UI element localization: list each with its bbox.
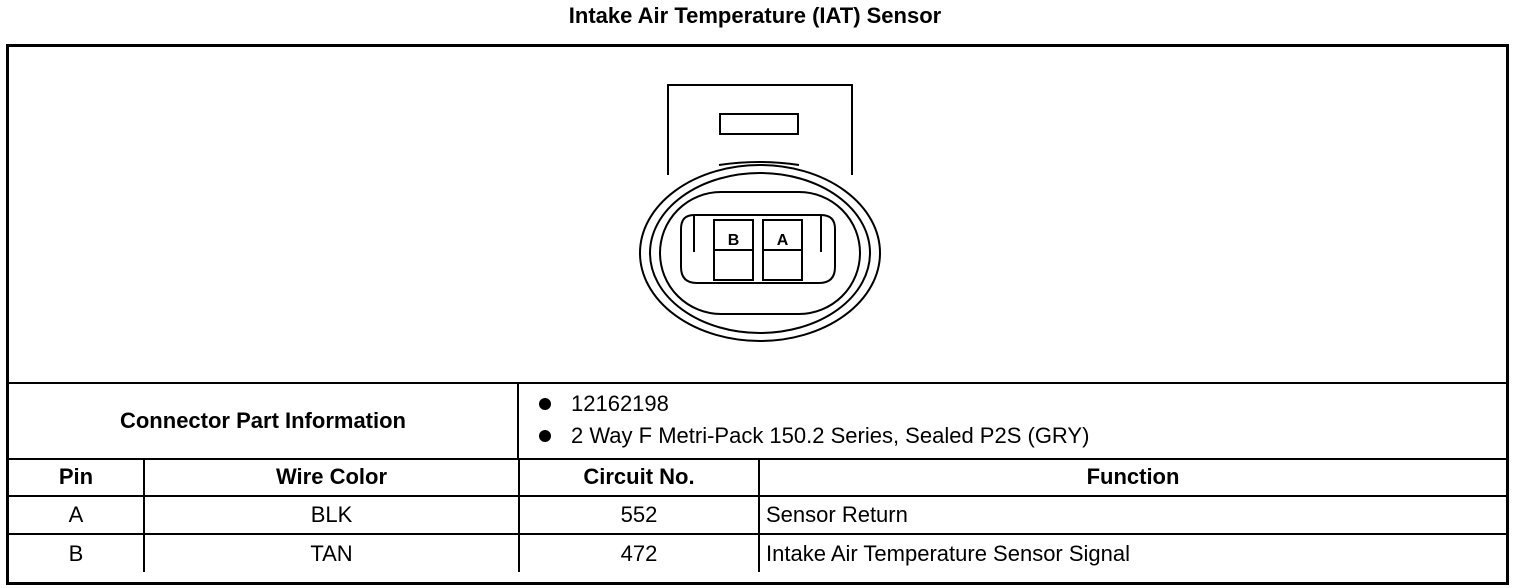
header-wire-color: Wire Color <box>143 458 520 497</box>
table-row: B TAN 472 Intake Air Temperature Sensor … <box>9 533 1506 572</box>
connector-face-drawing: B A <box>639 84 881 342</box>
connector-diagram: B A <box>9 47 1506 384</box>
cell-wire-color: TAN <box>143 533 520 572</box>
cell-function: Sensor Return <box>758 495 1506 535</box>
list-item: 12162198 <box>539 388 1089 420</box>
header-circuit: Circuit No. <box>518 458 760 497</box>
cell-circuit: 552 <box>518 495 760 535</box>
connector-description: 2 Way F Metri-Pack 150.2 Series, Sealed … <box>571 423 1090 448</box>
header-pin: Pin <box>9 458 145 497</box>
part-info-label: Connector Part Information <box>9 384 519 458</box>
part-info-list: 12162198 2 Way F Metri-Pack 150.2 Series… <box>539 388 1089 452</box>
list-item: 2 Way F Metri-Pack 150.2 Series, Sealed … <box>539 420 1089 452</box>
part-info-row: Connector Part Information 12162198 2 Wa… <box>9 384 1506 460</box>
table-row: A BLK 552 Sensor Return <box>9 495 1506 535</box>
cell-pin: A <box>9 495 145 535</box>
cell-pin: B <box>9 533 145 572</box>
bullet-icon <box>539 398 551 410</box>
connector-info-table: B A Connector Part Information 12162198 … <box>6 44 1509 585</box>
header-function: Function <box>758 458 1506 497</box>
part-number: 12162198 <box>571 391 669 416</box>
pinout-table: Pin Wire Color Circuit No. Function A BL… <box>9 458 1506 572</box>
bullet-icon <box>539 430 551 442</box>
cell-circuit: 472 <box>518 533 760 572</box>
cell-wire-color: BLK <box>143 495 520 535</box>
pin-label-a: A <box>777 232 789 249</box>
page-title: Intake Air Temperature (IAT) Sensor <box>568 3 942 28</box>
pin-label-b: B <box>728 232 740 249</box>
cell-function: Intake Air Temperature Sensor Signal <box>758 533 1506 572</box>
table-header-row: Pin Wire Color Circuit No. Function <box>9 458 1506 497</box>
